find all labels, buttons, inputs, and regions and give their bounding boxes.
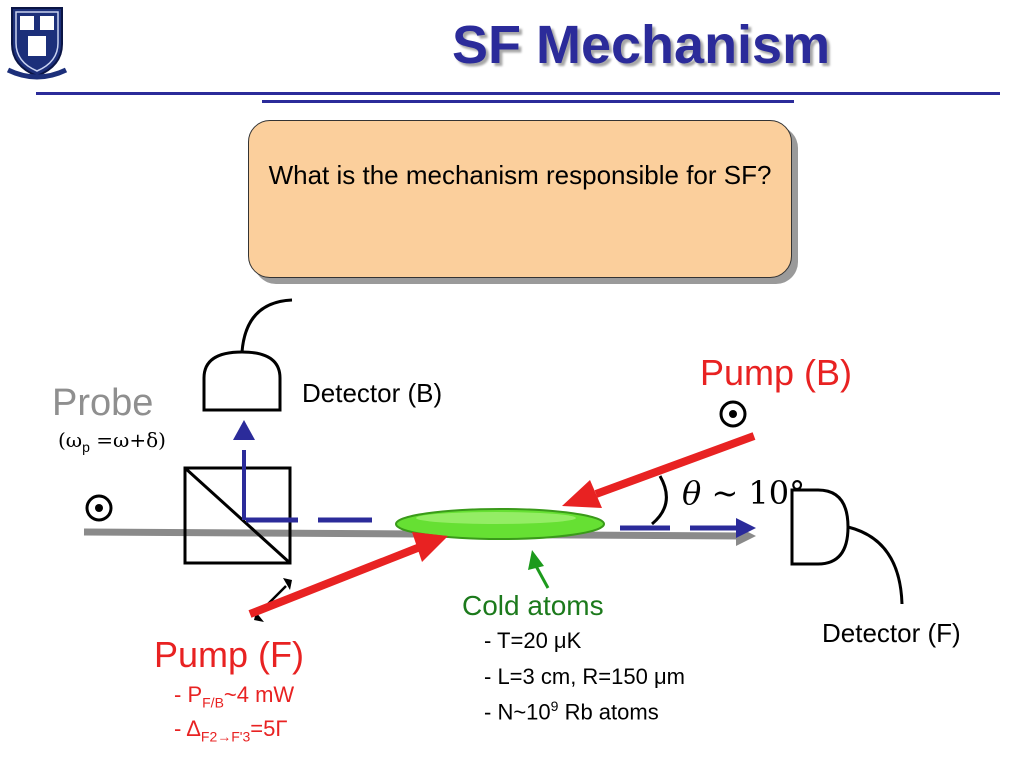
detector-f-icon xyxy=(790,488,904,605)
detector-b-icon xyxy=(202,298,293,412)
pump-b-polarization-dot-icon xyxy=(719,400,747,428)
forward-signal-arrowhead xyxy=(736,518,756,538)
question-callout-box xyxy=(248,120,792,278)
page-title: SF Mechanism xyxy=(452,15,831,75)
pump-power-spec: - PF/B~4 mW xyxy=(174,682,295,711)
probe-frequency: (ωp =ω+δ) xyxy=(58,428,166,455)
pump-f-beam xyxy=(248,543,422,618)
probe-polarization-dot-icon xyxy=(85,494,113,522)
detector-f-label: Detector (F) xyxy=(822,618,961,648)
pump-f-label: Pump (F) xyxy=(154,634,305,675)
title-divider-short xyxy=(262,100,794,103)
pump-f-arrowhead xyxy=(412,532,448,562)
pump-b-arrowhead xyxy=(562,480,602,508)
angle-label: θ ~ 10° xyxy=(682,474,806,512)
beam-splitter-cube xyxy=(183,466,292,565)
question-text: What is the mechanism responsible for SF… xyxy=(268,160,772,190)
angle-arc xyxy=(651,475,668,526)
cold-atoms-label: Cold atoms xyxy=(462,590,604,621)
pump-b-beam xyxy=(594,432,756,498)
title-divider-long xyxy=(36,92,1000,95)
cold-atoms-pointer-head xyxy=(528,550,544,570)
cold-atoms-temperature: - T=20 μK xyxy=(484,628,582,653)
cold-atoms-pointer xyxy=(534,565,550,589)
detector-b-label: Detector (B) xyxy=(302,378,443,408)
cold-atoms-number: - N~109 Rb atoms xyxy=(484,698,659,725)
backward-signal-arrowhead xyxy=(233,420,255,440)
probe-label: Probe xyxy=(52,382,154,424)
cold-atom-cloud-highlight xyxy=(416,512,576,524)
cold-atoms-size: - L=3 cm, R=150 μm xyxy=(484,664,685,689)
pump-detuning-spec: - ΔF2→F'3=5Γ xyxy=(174,716,288,745)
pump-b-label: Pump (B) xyxy=(700,352,853,393)
